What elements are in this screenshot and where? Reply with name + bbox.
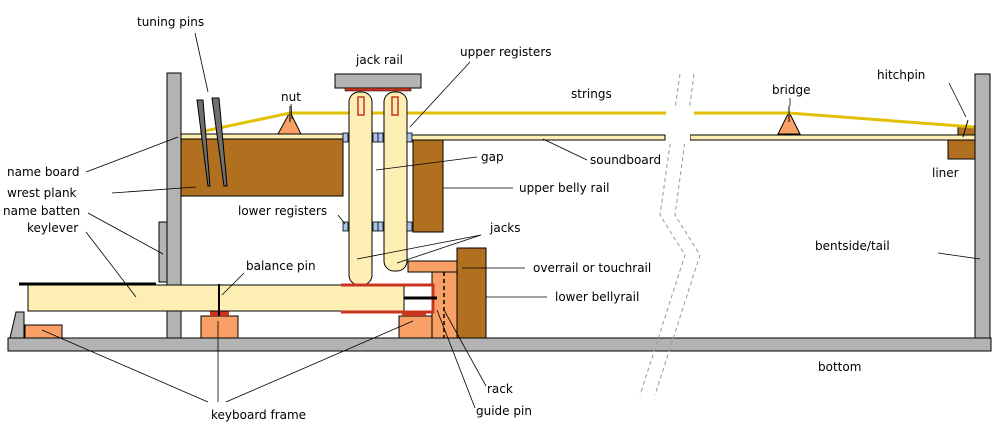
label-keyboard-frame: keyboard frame	[211, 408, 306, 422]
upper-register-2	[372, 132, 379, 143]
strings-right	[694, 111, 975, 129]
label-overrail-touchrail: overrail or touchrail	[533, 261, 651, 275]
label-guide-pin: guide pin	[476, 404, 532, 418]
label-upper-registers: upper registers	[460, 45, 552, 59]
tuning-pin-1	[196, 99, 211, 187]
label-soundboard: soundboard	[590, 153, 661, 167]
label-keylever: keylever	[27, 221, 78, 235]
hitchpin-pin	[962, 119, 969, 138]
jack-right-tongue	[391, 96, 399, 116]
keylever	[27, 284, 405, 312]
label-strings: strings	[571, 87, 612, 101]
jack-left-tongue	[357, 96, 365, 116]
keyboard-frame-wedge	[9, 311, 25, 339]
jack-rail-felt	[344, 87, 412, 92]
break-line-right	[654, 73, 701, 396]
label-bridge: bridge	[772, 83, 811, 97]
label-upper-belly-rail: upper belly rail	[519, 181, 610, 195]
label-bottom: bottom	[818, 360, 861, 374]
keyboard-frame-block-3	[398, 315, 433, 339]
leader-lines	[41, 32, 981, 409]
name-board	[166, 72, 182, 339]
bridge	[777, 110, 801, 135]
break-gap-fill	[666, 108, 690, 144]
label-rack: rack	[487, 382, 513, 396]
jack-right	[383, 91, 408, 272]
lower-register-1	[342, 221, 349, 232]
label-bentside-tail: bentside/tail	[815, 239, 890, 253]
lower-register-4	[406, 221, 413, 232]
soundboard	[406, 134, 666, 141]
label-nut: nut	[281, 90, 301, 104]
label-hitchpin: hitchpin	[877, 68, 925, 82]
label-liner: liner	[932, 166, 959, 180]
upper-belly-rail	[412, 139, 444, 233]
label-name-board: name board	[7, 165, 80, 179]
jack-left	[348, 91, 373, 286]
bentside-tail	[974, 73, 991, 339]
break-line-left	[639, 73, 686, 396]
label-name-batten: name batten	[3, 204, 80, 218]
overrail-touchrail	[407, 260, 458, 273]
label-lower-registers: lower registers	[238, 204, 327, 218]
label-balance-pin: balance pin	[246, 259, 316, 273]
keyboard-frame-block-2	[200, 315, 239, 339]
jack-rail	[334, 73, 422, 89]
liner	[947, 139, 976, 160]
tuning-pin-2	[211, 97, 228, 187]
label-gap: gap	[481, 150, 504, 164]
nut	[277, 110, 302, 135]
lower-register-2	[372, 221, 379, 232]
bottom-board	[7, 337, 992, 352]
label-tuning-pins: tuning pins	[137, 15, 204, 29]
label-jacks: jacks	[489, 221, 521, 235]
label-wrest-plank: wrest plank	[7, 186, 77, 200]
label-lower-bellyrail: lower bellyrail	[555, 290, 639, 304]
upper-register-4	[406, 132, 413, 143]
strings-left	[199, 111, 666, 134]
upper-register-1	[342, 132, 349, 143]
lower-register-3	[377, 221, 384, 232]
upper-register-3	[377, 132, 384, 143]
lower-bellyrail	[456, 247, 487, 339]
name-batten	[158, 221, 168, 283]
label-jack-rail: jack rail	[355, 53, 403, 67]
soundboard-right	[689, 134, 976, 141]
